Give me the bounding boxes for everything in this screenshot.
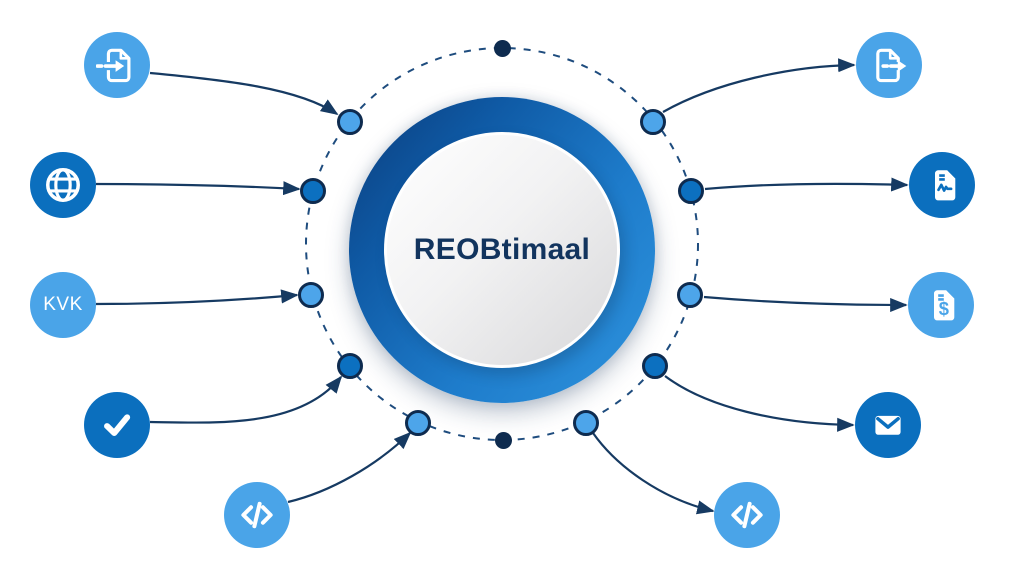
orbit-dot-top (494, 40, 511, 57)
output-report (909, 152, 975, 218)
dollar-glyph: $ (939, 298, 949, 319)
orbit-node-bottom-right-inner (573, 410, 599, 436)
input-api (224, 482, 290, 548)
center-circle: REOBtimaal (384, 132, 620, 368)
output-api (714, 482, 780, 548)
input-kvk: KVK (30, 272, 96, 338)
code-icon (731, 501, 763, 529)
input-file-import (84, 32, 150, 98)
orbit-node-right (678, 178, 704, 204)
orbit-node-bottom-right (642, 353, 668, 379)
arrow-website-to-orbit (95, 181, 301, 196)
arrow-orbit-to-api-output (592, 432, 715, 515)
input-approval (84, 392, 150, 458)
file-export-icon (876, 48, 907, 83)
code-icon (241, 501, 273, 529)
invoice-document-icon: $ (934, 290, 955, 321)
arrow-approval-to-orbit (149, 375, 343, 424)
file-import-icon (96, 48, 131, 83)
orbit-dot-bottom (495, 432, 512, 449)
kvk-badge: KVK (43, 294, 83, 315)
report-document-icon (935, 170, 956, 201)
orbit-node-upper-right (640, 109, 666, 135)
checkmark-icon (104, 414, 131, 437)
orbit-node-upper-left (337, 109, 363, 135)
orbit-node-lower-left (298, 282, 324, 308)
orbit-node-lower-right (677, 282, 703, 308)
orbit-node-bottom-left (337, 353, 363, 379)
arrow-orbit-to-email (664, 375, 855, 432)
arrow-orbit-to-report (704, 177, 909, 192)
output-file-export (856, 32, 922, 98)
dashed-orbit (305, 47, 699, 441)
arrow-api-input-to-orbit (287, 431, 412, 504)
input-website (30, 152, 96, 218)
orbit-node-left (300, 178, 326, 204)
output-email (855, 392, 921, 458)
globe-icon (46, 168, 80, 202)
output-invoice: $ (908, 272, 974, 338)
arrow-orbit-to-invoice (703, 295, 908, 313)
arrow-file-import-to-orbit (149, 71, 339, 115)
envelope-icon (875, 415, 901, 435)
orbit-node-bottom-left-inner (405, 410, 431, 436)
arrow-kvk-to-orbit (95, 289, 299, 306)
arrow-orbit-to-file-export (662, 58, 856, 113)
center-label: REOBtimaal (413, 233, 591, 266)
center-ring: REOBtimaal (349, 97, 655, 403)
